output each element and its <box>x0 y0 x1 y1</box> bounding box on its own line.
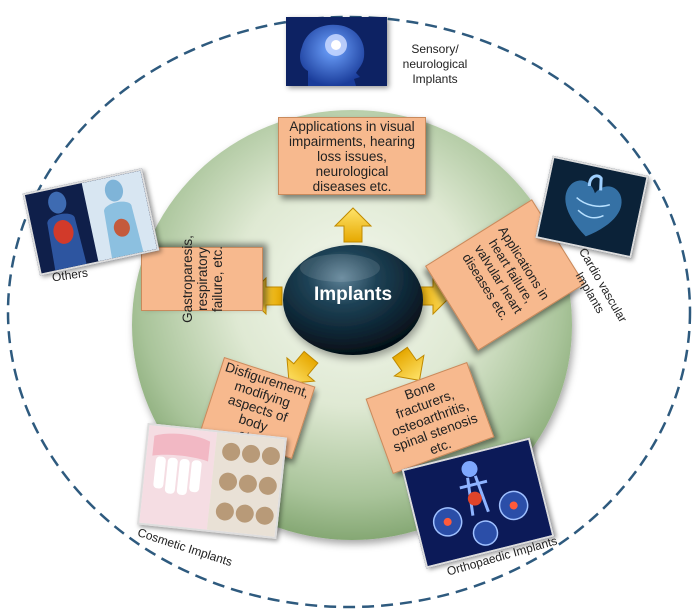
skeleton-joints-icon <box>401 437 555 569</box>
body-organs-icon <box>22 168 160 276</box>
center-ball <box>283 245 423 355</box>
dashed-outer-ring <box>6 15 692 609</box>
center-label: Implants <box>313 284 393 305</box>
heart-xray-icon <box>535 155 649 259</box>
center-ball-highlight <box>300 254 380 282</box>
box-others-applications: Gastroparesis, respiratory failure, etc. <box>141 235 263 323</box>
label-sensory: Sensory/ neurological Implants <box>402 42 468 86</box>
head-brain-icon <box>286 17 387 86</box>
box-sensory-applications: Applications in visual impairments, hear… <box>278 117 426 195</box>
teeth-implant-icon <box>137 422 287 540</box>
